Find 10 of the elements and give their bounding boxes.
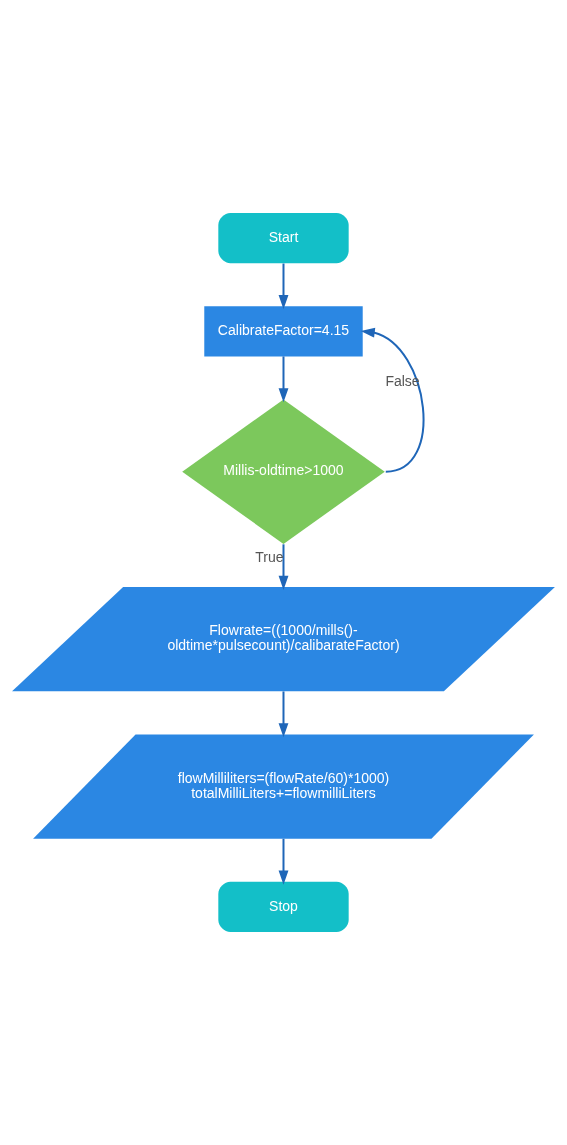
arrow [360, 327, 425, 473]
arrow [278, 356, 289, 403]
node-box: CalibrateFactor=4.15 [204, 306, 363, 357]
node-diamond: Millis-oldtime>1000 [182, 399, 385, 544]
node-box: Stop [218, 881, 349, 932]
node-box: Start [218, 213, 349, 264]
arrow [278, 691, 289, 738]
arrow [278, 544, 289, 590]
arrow [278, 838, 289, 885]
arrow [278, 263, 289, 310]
